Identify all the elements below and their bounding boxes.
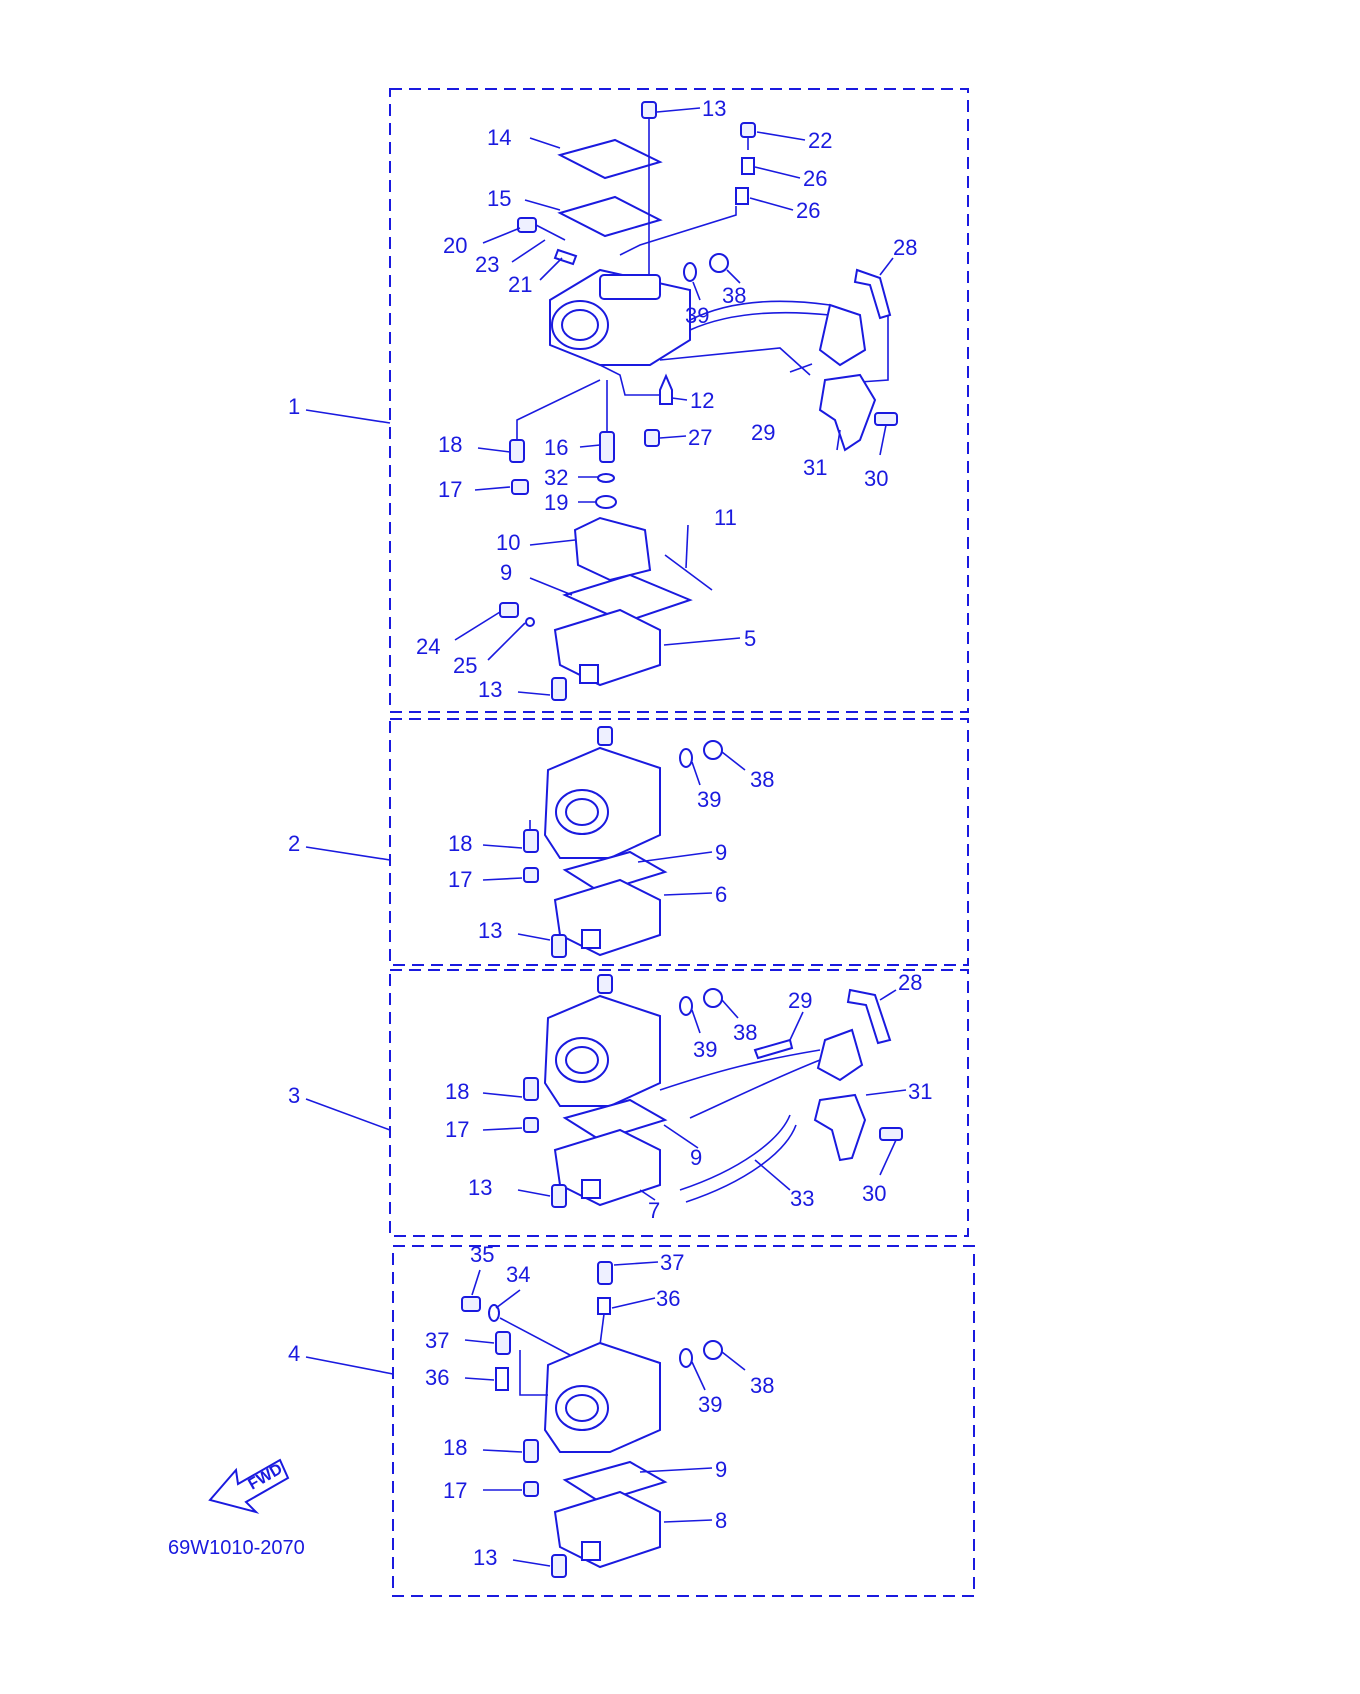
callouts-group-1: 13 14 22 26 26 15 20 28 23 21 38 39 12 2… xyxy=(416,96,917,702)
svg-text:9: 9 xyxy=(500,560,512,585)
svg-text:25: 25 xyxy=(453,653,477,678)
svg-text:30: 30 xyxy=(862,1181,886,1206)
svg-text:35: 35 xyxy=(470,1242,494,1267)
carburetor-assembly-3 xyxy=(523,974,903,1208)
svg-text:39: 39 xyxy=(698,1392,722,1417)
group-label-1: 1 xyxy=(288,394,391,424)
carburetor-assembly-2 xyxy=(523,726,723,958)
svg-text:11: 11 xyxy=(714,505,737,530)
svg-text:22: 22 xyxy=(808,128,832,153)
svg-text:29: 29 xyxy=(751,420,775,445)
svg-text:26: 26 xyxy=(803,166,827,191)
svg-text:36: 36 xyxy=(425,1365,449,1390)
group-box-4 xyxy=(392,1245,975,1597)
svg-text:32: 32 xyxy=(544,465,568,490)
svg-text:38: 38 xyxy=(750,767,774,792)
svg-text:19: 19 xyxy=(544,490,568,515)
svg-text:18: 18 xyxy=(443,1435,467,1460)
svg-text:37: 37 xyxy=(425,1328,449,1353)
group-box-2 xyxy=(389,718,969,966)
svg-text:17: 17 xyxy=(438,477,462,502)
svg-text:38: 38 xyxy=(750,1373,774,1398)
svg-text:38: 38 xyxy=(733,1020,757,1045)
svg-text:31: 31 xyxy=(908,1079,932,1104)
svg-text:17: 17 xyxy=(445,1117,469,1142)
svg-text:33: 33 xyxy=(790,1186,814,1211)
svg-text:16: 16 xyxy=(544,435,568,460)
svg-text:9: 9 xyxy=(715,840,727,865)
svg-text:31: 31 xyxy=(803,455,827,480)
svg-text:18: 18 xyxy=(448,831,472,856)
svg-text:8: 8 xyxy=(715,1508,727,1533)
svg-text:26: 26 xyxy=(796,198,820,223)
svg-text:20: 20 xyxy=(443,233,467,258)
svg-text:39: 39 xyxy=(697,787,721,812)
svg-text:37: 37 xyxy=(660,1250,684,1275)
svg-text:30: 30 xyxy=(864,466,888,491)
svg-text:5: 5 xyxy=(744,626,756,651)
group-box-3 xyxy=(389,969,969,1237)
svg-text:9: 9 xyxy=(690,1145,702,1170)
svg-text:18: 18 xyxy=(438,432,462,457)
callouts-group-3: 28 29 39 38 18 31 17 9 13 33 30 7 xyxy=(445,970,932,1223)
svg-text:34: 34 xyxy=(506,1262,530,1287)
svg-text:3: 3 xyxy=(288,1083,300,1108)
svg-text:38: 38 xyxy=(722,283,746,308)
svg-text:13: 13 xyxy=(478,918,502,943)
callouts-group-4: 35 37 34 36 37 38 36 39 18 9 17 8 13 xyxy=(425,1242,774,1570)
group-label-4: 4 xyxy=(288,1341,394,1375)
group-label-3: 3 xyxy=(288,1083,391,1131)
svg-text:13: 13 xyxy=(478,677,502,702)
svg-text:21: 21 xyxy=(508,272,532,297)
svg-text:7: 7 xyxy=(648,1198,660,1223)
group-box-1 xyxy=(389,88,969,713)
svg-text:28: 28 xyxy=(898,970,922,995)
svg-text:29: 29 xyxy=(788,988,812,1013)
svg-text:24: 24 xyxy=(416,634,440,659)
svg-text:17: 17 xyxy=(443,1478,467,1503)
svg-text:27: 27 xyxy=(688,425,712,450)
svg-text:9: 9 xyxy=(715,1457,727,1482)
svg-text:36: 36 xyxy=(656,1286,680,1311)
svg-text:6: 6 xyxy=(715,882,727,907)
carburetor-assembly-4 xyxy=(461,1261,723,1578)
svg-text:39: 39 xyxy=(693,1037,717,1062)
svg-text:28: 28 xyxy=(893,235,917,260)
svg-text:13: 13 xyxy=(473,1545,497,1570)
callouts-group-2: 39 38 18 9 17 6 13 xyxy=(448,751,774,943)
svg-text:23: 23 xyxy=(475,252,499,277)
svg-text:39: 39 xyxy=(685,303,709,328)
diagram-code: 69W1010-2070 xyxy=(168,1537,305,1559)
svg-text:1: 1 xyxy=(288,394,300,419)
svg-text:10: 10 xyxy=(496,530,520,555)
svg-text:13: 13 xyxy=(468,1175,492,1200)
svg-text:17: 17 xyxy=(448,867,472,892)
svg-text:13: 13 xyxy=(702,96,726,121)
svg-text:2: 2 xyxy=(288,831,300,856)
svg-text:4: 4 xyxy=(288,1341,300,1366)
svg-text:14: 14 xyxy=(487,125,511,150)
svg-text:15: 15 xyxy=(487,186,511,211)
group-label-2: 2 xyxy=(288,831,391,861)
fwd-arrow-icon: FWD xyxy=(208,1458,290,1514)
svg-text:18: 18 xyxy=(445,1079,469,1104)
carburetor-assembly-1 xyxy=(499,101,898,701)
svg-text:12: 12 xyxy=(690,388,714,413)
